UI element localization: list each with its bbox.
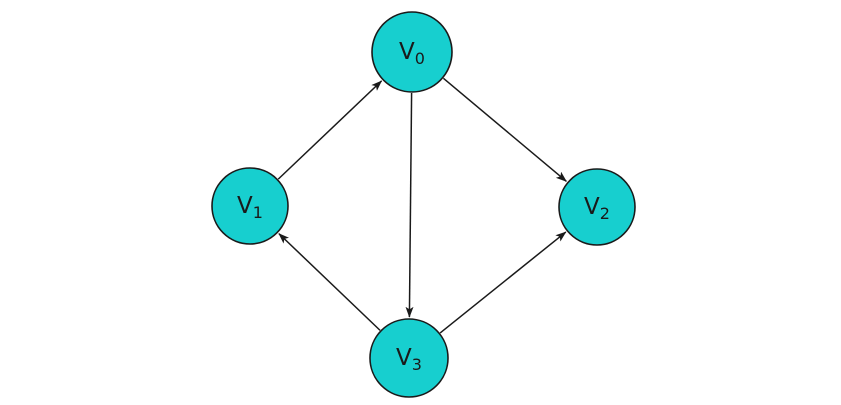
node-label-v2: V2 bbox=[584, 194, 610, 223]
graph-edge-v0-to-v2 bbox=[442, 77, 567, 182]
graph-node-v0[interactable]: V0 bbox=[371, 11, 453, 93]
graph-node-v2[interactable]: V2 bbox=[558, 168, 636, 246]
node-circle-v2 bbox=[558, 168, 636, 246]
graph-edge-v1-to-v0 bbox=[277, 80, 383, 180]
graph-edge-v3-to-v1 bbox=[278, 233, 381, 331]
node-circle-v3 bbox=[369, 318, 449, 398]
graph-edge-v0-to-v3 bbox=[405, 92, 414, 318]
graph-node-v1[interactable]: V1 bbox=[211, 167, 289, 245]
node-label-v3: V3 bbox=[396, 345, 422, 374]
node-label-v0: V0 bbox=[399, 39, 425, 68]
graph-node-v3[interactable]: V3 bbox=[369, 318, 449, 398]
node-label-v1: V1 bbox=[237, 193, 263, 222]
node-circle-v1 bbox=[211, 167, 289, 245]
graph-edge-v3-to-v2 bbox=[439, 231, 567, 334]
edges-layer bbox=[277, 77, 567, 334]
node-circle-v0 bbox=[371, 11, 453, 93]
